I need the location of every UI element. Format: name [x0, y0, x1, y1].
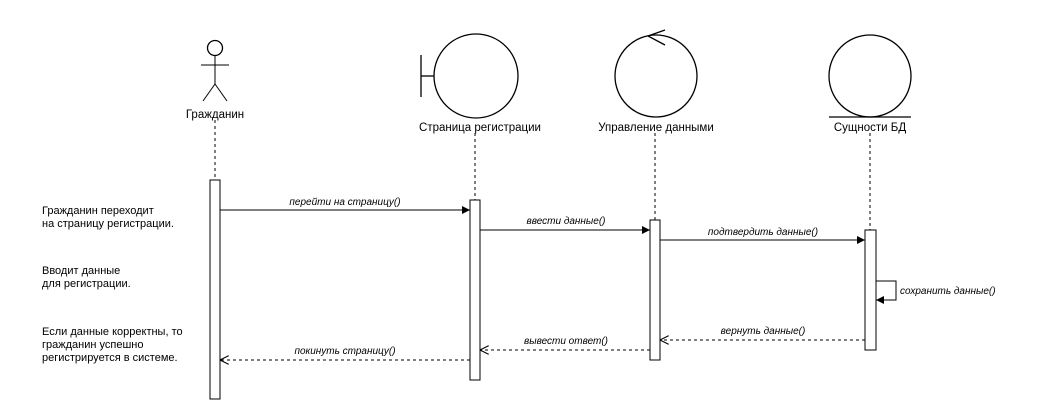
activation-citizen [209, 179, 221, 400]
entity-icon[interactable] [828, 34, 912, 118]
participant-label-data-control: Управление данными [598, 122, 714, 134]
note-enter-data: Вводит данные для регистрации. [42, 265, 131, 290]
participant-label-db-entities: Сущности БД [834, 122, 906, 134]
participant-label-registration-page: Страница регистрации [419, 122, 541, 134]
activation-data-control [649, 219, 661, 361]
message-label-confirm-data: подтвердить данные() [708, 227, 818, 238]
actor-icon[interactable] [201, 39, 229, 102]
message-label-save-data: сохранить данные() [900, 286, 996, 297]
message-label-leave-page: покинуть страницу() [294, 346, 395, 357]
message-arrow-save-data [876, 280, 897, 304]
message-label-enter-data: ввести данные() [526, 216, 605, 227]
control-icon[interactable] [614, 29, 698, 118]
activation-db-entities [864, 229, 877, 351]
message-label-return-data: вернуть данные() [721, 326, 806, 337]
message-label-output-response: вывести ответ() [524, 336, 608, 347]
note-registration-result: Если данные корректны, то гражданин успе… [42, 326, 186, 364]
activation-registration-page [469, 199, 481, 381]
boundary-icon[interactable] [420, 33, 519, 119]
message-label-go-to-page: перейти на страницу() [289, 197, 400, 208]
participant-label-citizen: Гражданин [186, 109, 244, 121]
note-navigate: Гражданин переходит на страницу регистра… [42, 205, 174, 230]
